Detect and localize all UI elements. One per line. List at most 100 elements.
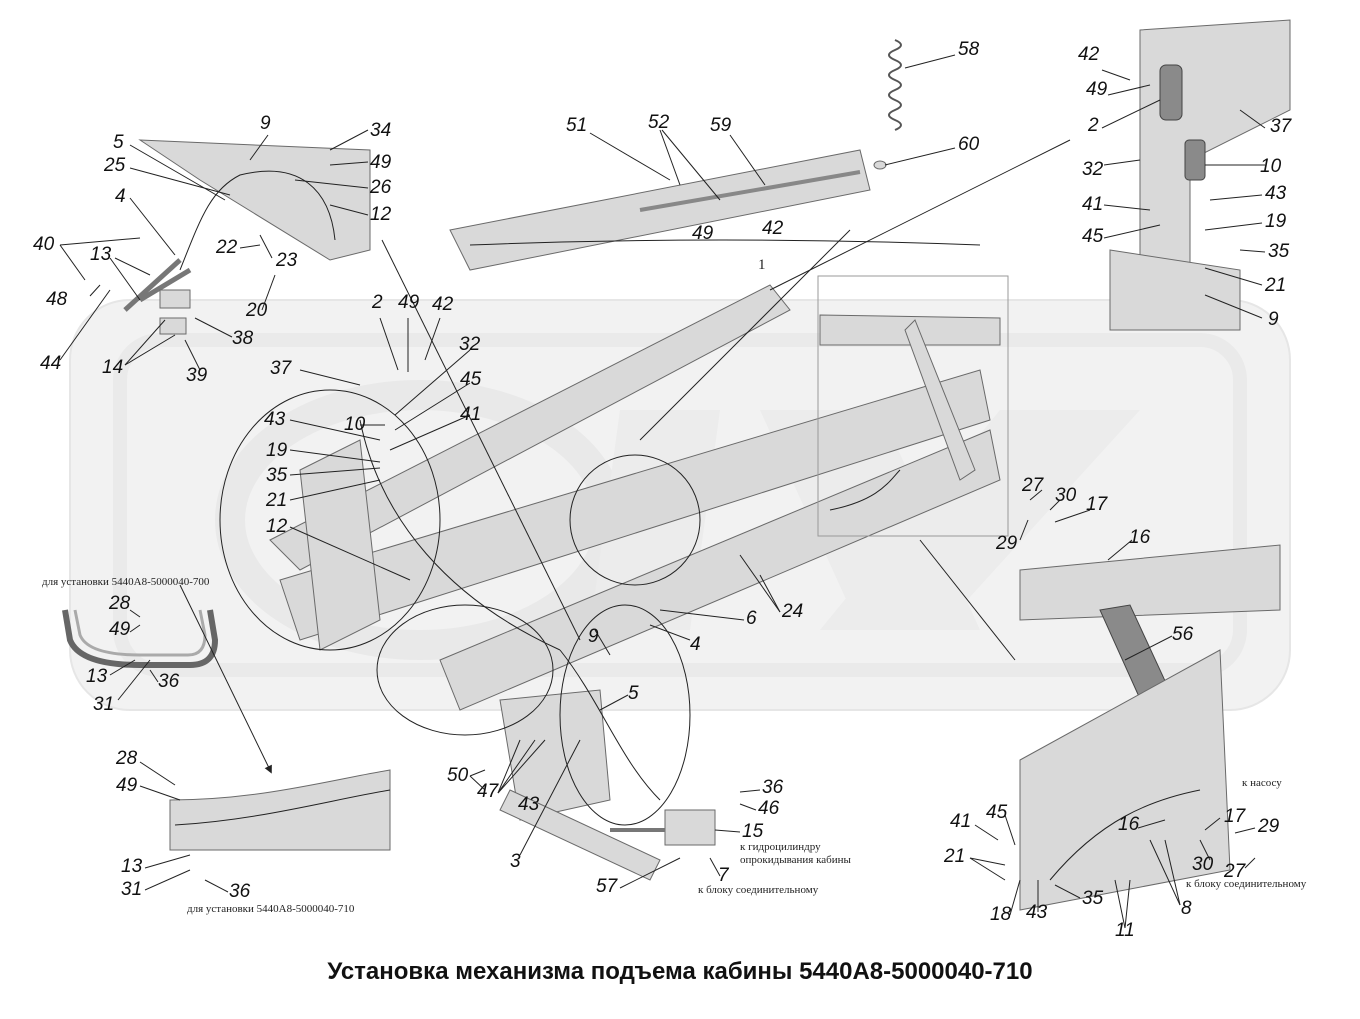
- callout-16: 16: [1129, 527, 1151, 548]
- top-right-bracket: [1109, 19, 1291, 331]
- leader-line: [1204, 817, 1221, 831]
- callout-22: 22: [216, 237, 238, 258]
- callout-49: 49: [692, 223, 714, 244]
- callout-13: 13: [121, 856, 143, 877]
- leader-line: [497, 739, 546, 794]
- leader-line: [1029, 489, 1043, 501]
- callout-45: 45: [460, 369, 482, 390]
- u-bracket-700: [62, 609, 219, 668]
- callout-30: 30: [1055, 485, 1077, 506]
- note-to-cylinder-2: опрокидывания кабины: [740, 854, 851, 866]
- leader-line: [1054, 509, 1091, 523]
- callout-19: 19: [266, 440, 288, 461]
- leader-line: [1049, 499, 1061, 511]
- leader-line: [974, 824, 999, 841]
- callout-6: 6: [746, 608, 757, 629]
- leader-line: [1164, 839, 1181, 906]
- callout-16: 16: [1118, 814, 1140, 835]
- leader-line: [1101, 69, 1131, 81]
- callout-44: 44: [40, 353, 62, 374]
- callout-36: 36: [762, 777, 784, 798]
- callout-5: 5: [628, 683, 639, 704]
- callout-36: 36: [158, 671, 180, 692]
- leader-line: [204, 879, 229, 893]
- leader-line: [389, 414, 471, 451]
- callout-35: 35: [1268, 241, 1290, 262]
- leader-line: [139, 785, 181, 801]
- leader-line: [299, 369, 361, 386]
- detail-link-line: [639, 229, 851, 441]
- sheet-number: 1: [758, 257, 766, 273]
- chassis-frame: [269, 284, 1001, 881]
- leader-line: [261, 274, 276, 311]
- leader-line: [969, 857, 1006, 881]
- leader-line: [969, 857, 1006, 866]
- callout-41: 41: [950, 811, 972, 832]
- callout-43: 43: [1026, 902, 1048, 923]
- callout-27: 27: [1022, 475, 1044, 496]
- note-install-710: для установки 5440А8-5000040-710: [187, 903, 355, 915]
- leader-line: [739, 789, 761, 793]
- drawing-caption: Установка механизма подъема кабины 5440А…: [327, 958, 1033, 985]
- leader-line: [329, 204, 369, 216]
- callout-29: 29: [996, 533, 1018, 554]
- leader-line: [124, 319, 166, 366]
- connector-block: [610, 809, 716, 846]
- leader-line: [1204, 267, 1263, 286]
- callout-42: 42: [432, 294, 454, 315]
- callout-17: 17: [1224, 806, 1246, 827]
- callout-12: 12: [370, 204, 392, 225]
- leader-line: [589, 132, 671, 181]
- callout-24: 24: [782, 601, 804, 622]
- leader-line: [289, 419, 381, 441]
- callout-28: 28: [109, 593, 131, 614]
- callout-43: 43: [518, 794, 540, 815]
- callout-12: 12: [266, 516, 288, 537]
- callout-21: 21: [266, 490, 288, 511]
- leader-line: [739, 803, 757, 811]
- leader-line: [129, 197, 176, 256]
- callout-51: 51: [566, 115, 588, 136]
- leader-line: [249, 134, 269, 161]
- callout-15: 15: [742, 821, 764, 842]
- callout-50: 50: [447, 765, 469, 786]
- leader-line: [1103, 159, 1141, 166]
- leader-line: [114, 257, 151, 276]
- leader-line: [659, 129, 681, 186]
- leader-line: [1004, 814, 1016, 846]
- callout-5: 5: [113, 132, 124, 153]
- leader-line: [1107, 84, 1151, 96]
- leader-line: [1101, 99, 1161, 129]
- leader-line: [1124, 635, 1173, 661]
- callout-9: 9: [1268, 309, 1279, 330]
- leader-line: [649, 624, 691, 641]
- leader-line: [1054, 884, 1081, 899]
- leader-line: [329, 129, 369, 151]
- u-bracket-710: [169, 584, 391, 851]
- callout-49: 49: [116, 775, 138, 796]
- callout-36: 36: [229, 881, 251, 902]
- leader-line: [149, 669, 159, 683]
- leader-line: [1019, 519, 1029, 541]
- detail-link-line: [381, 239, 581, 641]
- detail-link-line: [919, 539, 1016, 661]
- callout-2: 2: [372, 292, 383, 313]
- callout-52: 52: [648, 112, 670, 133]
- leader-line: [1009, 879, 1021, 916]
- leader-line: [469, 769, 486, 777]
- callout-7: 7: [718, 865, 729, 886]
- callout-37: 37: [270, 358, 292, 379]
- callout-59: 59: [710, 115, 732, 136]
- leader-line: [129, 144, 226, 201]
- callout-57: 57: [596, 876, 618, 897]
- leader-line: [289, 479, 381, 501]
- note-install-700: для установки 5440А8-5000040-700: [42, 576, 210, 588]
- leader-line: [1149, 839, 1181, 906]
- callout-4: 4: [690, 634, 701, 655]
- leader-line: [1199, 839, 1211, 861]
- leader-line: [129, 167, 231, 196]
- callout-39: 39: [186, 365, 208, 386]
- callout-47: 47: [477, 781, 499, 802]
